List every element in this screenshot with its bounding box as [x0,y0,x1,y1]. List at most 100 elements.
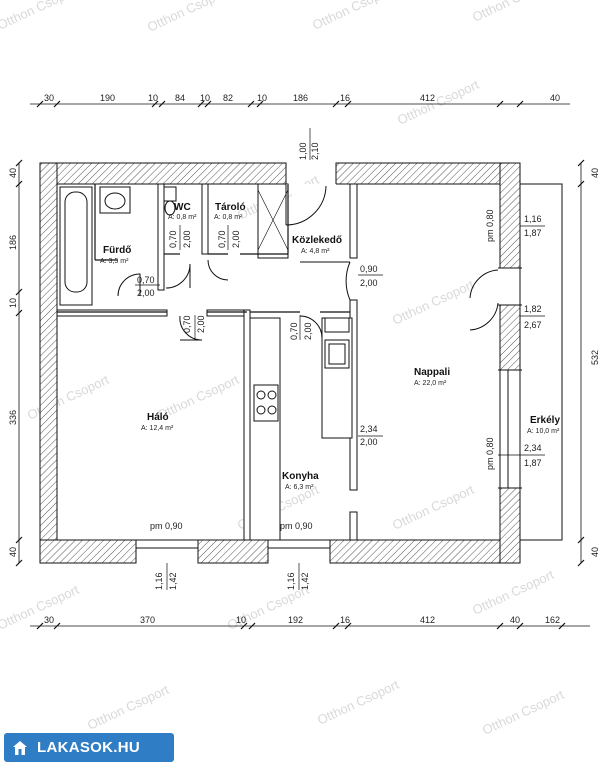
wall [157,183,165,291]
wall [335,162,521,185]
dim-label: 412 [420,93,435,103]
dim-label: 370 [140,615,155,625]
room-name: Fürdő [103,245,131,256]
dim-label: 192 [288,615,303,625]
wall [39,162,287,185]
watermark: Otthon Csoport [315,677,402,728]
wall [349,511,358,541]
room-name: Háló [147,412,169,423]
wall [329,539,521,564]
konyha-window-height: 1,42 [300,572,310,590]
room-name: Konyha [282,471,319,482]
toilet-bowl [164,200,176,216]
room-name: Közlekedő [292,235,342,246]
konyha-door-height: 2,00 [303,322,313,340]
kitchen-counter [249,317,281,541]
wall [499,162,521,269]
dim-label: 10 [148,93,158,103]
dimension-lines [15,100,590,630]
partitions [57,184,350,313]
wc-door-width: 0,70 [168,230,178,248]
halo-door-height: 2,00 [196,315,206,333]
bottom-dimensions: 30 370 10 192 16 412 40 162 [44,615,560,625]
burner [256,405,266,415]
watermark: Otthon Csoport [85,682,172,733]
dim-label: 40 [8,547,18,557]
dim-label: 336 [8,410,18,425]
room-name: WC [174,202,191,213]
nappali-door-width: 0,90 [360,264,378,274]
right-dimensions: 40 532 40 [590,168,600,557]
fixtures [59,186,353,541]
entry-door-width: 1,00 [298,142,308,160]
top-dimensions: 30 190 10 84 10 82 10 186 16 412 40 [44,93,560,103]
room-area: A: 22,0 m² [414,380,447,387]
dim-label: 162 [545,615,560,625]
dim-label: 16 [340,93,350,103]
balcony-window1-width: 1,16 [524,214,542,224]
wc-door [165,263,191,289]
nappali-opening-height: 2,00 [360,437,378,447]
balcony [498,183,563,541]
wall [201,183,209,255]
kitchen-door [299,315,323,339]
dim-label: 10 [236,615,246,625]
wall [206,309,248,317]
halo-door [179,315,203,341]
room-area: A: 10,0 m² [527,428,560,435]
halo-window-width: 1,16 [154,572,164,590]
balcony-window1-height: 1,87 [524,228,542,238]
balcony-door-height: 2,67 [524,320,542,330]
nappali-opening-width: 2,34 [360,424,378,434]
wall [39,162,58,564]
brand-logo: LAKASOK.HU [4,733,174,762]
watermark: Otthon Csoport [470,567,557,618]
dim-label: 186 [293,93,308,103]
dim-label: 532 [590,350,600,365]
halo-window-height: 1,42 [168,572,178,590]
watermark: Otthon Csoport [395,77,482,128]
dim-label: 82 [223,93,233,103]
balcony-window2-height: 1,87 [524,458,542,468]
room-area: A: 3,5 m² [100,258,129,265]
bathtub-inner [64,191,88,293]
wall [257,183,289,259]
balcony-window2-width: 2,34 [524,443,542,453]
burner [267,390,277,400]
dim-label: 186 [8,235,18,250]
wall [39,539,137,564]
watermark-layer: Otthon Csoport Otthon Csoport Otthon Cso… [0,0,567,738]
balcony-door-right [469,302,499,331]
wall [499,487,521,564]
room-area: A: 0,8 m² [214,214,243,221]
watermark: Otthon Csoport [480,687,567,738]
dim-label: 10 [8,298,18,308]
dim-label: 30 [44,615,54,625]
dim-label: 190 [100,93,115,103]
wall [349,183,358,259]
opening-annotations: 1,00 2,10 0,70 2,00 0,70 2,00 0,70 2,00 … [135,128,545,590]
room-area: A: 6,3 m² [285,484,314,491]
balcony-door-width: 1,82 [524,304,542,314]
watermark: Otthon Csoport [470,0,557,25]
dim-label: 16 [340,615,350,625]
nappali-door-height: 2,00 [360,278,378,288]
room-name: Tároló [215,202,246,213]
dim-label: 40 [550,93,560,103]
furdo-door-width: 0,70 [137,275,155,285]
washbasin-bowl [104,192,126,210]
room-name: Nappali [414,367,450,378]
room-area: A: 0,8 m² [168,214,197,221]
balcony-window2-sill: pm 0,80 [485,437,495,470]
halo-window-sill: pm 0,90 [150,521,183,531]
watermark: Otthon Csoport [0,0,82,33]
watermark: Otthon Csoport [390,277,477,328]
walls [39,162,521,564]
entry-door-height: 2,10 [310,142,320,160]
doors [117,184,509,549]
room-area: A: 4,8 m² [301,248,330,255]
room-area: A: 12,4 m² [141,425,174,432]
halo-door-width: 0,70 [182,315,192,333]
wall [197,539,269,564]
